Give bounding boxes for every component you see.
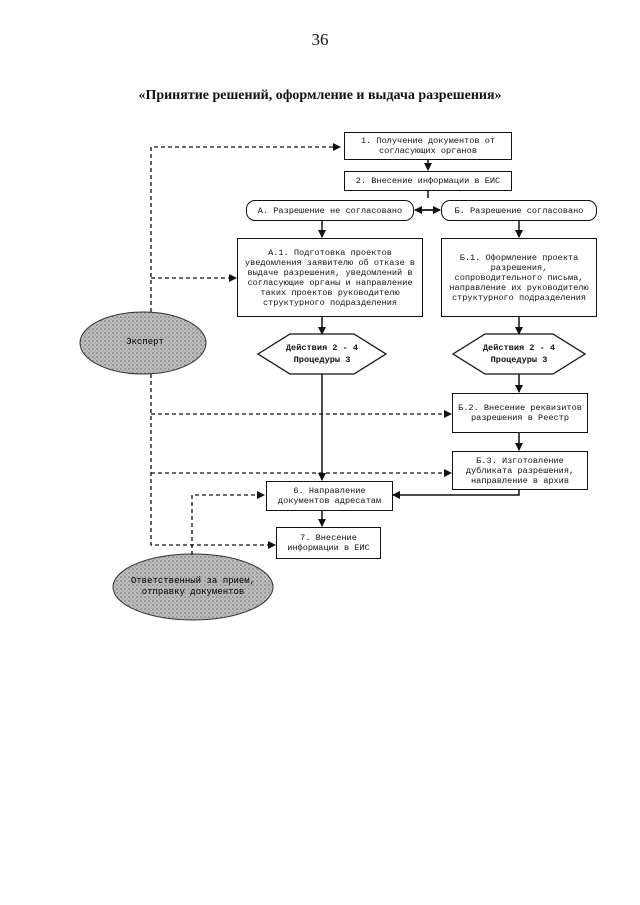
branch-a-box: А. Разрешение не согласовано <box>246 200 414 221</box>
responsible-label: Ответственный за прием, отправку докумен… <box>130 576 256 597</box>
b3-box: Б.3. Изготовление дубликата разрешения, … <box>452 451 588 490</box>
page-title: «Принятие решений, оформление и выдача р… <box>138 88 502 103</box>
expert-ellipse <box>79 311 207 375</box>
diamond-a-label: Действия 2 - 4 Процедуры 3 <box>285 343 359 365</box>
expert-label: Эксперт <box>126 336 164 347</box>
step-6-box: 6. Направление документов адресатам <box>266 481 393 511</box>
diamond-a-shape <box>256 333 388 375</box>
diamond-b-shape <box>451 333 587 375</box>
b1-box: Б.1. Оформление проекта разрешения, сопр… <box>441 238 597 317</box>
page-number: 36 <box>311 30 329 49</box>
step-2-box: 2. Внесение информации в ЕИС <box>344 171 512 191</box>
a1-box: А.1. Подготовка проектов уведомления зая… <box>237 238 423 317</box>
b2-box: Б.2. Внесение реквизитов разрешения в Ре… <box>452 393 588 433</box>
step-1-box: 1. Получение документов от согласующих о… <box>344 132 512 160</box>
branch-b-box: Б. Разрешение согласовано <box>441 200 597 221</box>
diamond-b-label: Действия 2 - 4 Процедуры 3 <box>482 343 556 365</box>
responsible-ellipse <box>112 553 274 621</box>
step-7-box: 7. Внесение информации в ЕИС <box>276 527 381 559</box>
